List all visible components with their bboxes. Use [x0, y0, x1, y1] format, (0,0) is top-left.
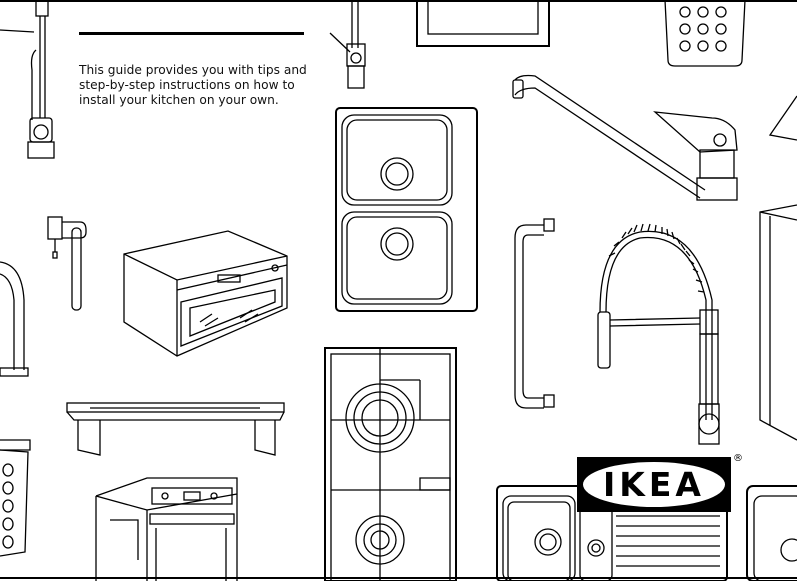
- built-in-oven-icon: [95, 477, 238, 581]
- logo-oval: [583, 462, 725, 507]
- logo-wordmark: IKEA: [603, 465, 705, 504]
- wall-mounted-faucet-icon: [329, 0, 366, 89]
- cabinet-handle-icon: [514, 218, 555, 409]
- wall-shelf-icon: [66, 402, 285, 456]
- top-border: [0, 0, 797, 2]
- gas-hob-icon: [324, 347, 457, 581]
- microwave-oven-icon: [123, 230, 288, 357]
- intro-paragraph: This guide provides you with tips and st…: [79, 63, 307, 107]
- cabinet-door-icon: [416, 0, 550, 47]
- header-rule: [79, 32, 304, 35]
- double-bowl-sink-icon: [335, 107, 478, 312]
- bottom-border: [0, 577, 797, 579]
- pull-out-faucet-icon: [0, 0, 55, 159]
- wall-hook-icon: [47, 216, 87, 311]
- ikea-logo: IKEA: [577, 457, 731, 512]
- extractor-hood-icon: [768, 95, 797, 141]
- spring-faucet-icon: [597, 223, 720, 445]
- registered-mark: ®: [733, 453, 743, 464]
- dish-rack-icon: [0, 439, 31, 557]
- drainer-basket-icon: [664, 0, 746, 67]
- single-lever-faucet-icon: [512, 74, 738, 201]
- wall-cabinet-icon: [759, 204, 797, 441]
- partial-faucet-icon: [0, 261, 29, 377]
